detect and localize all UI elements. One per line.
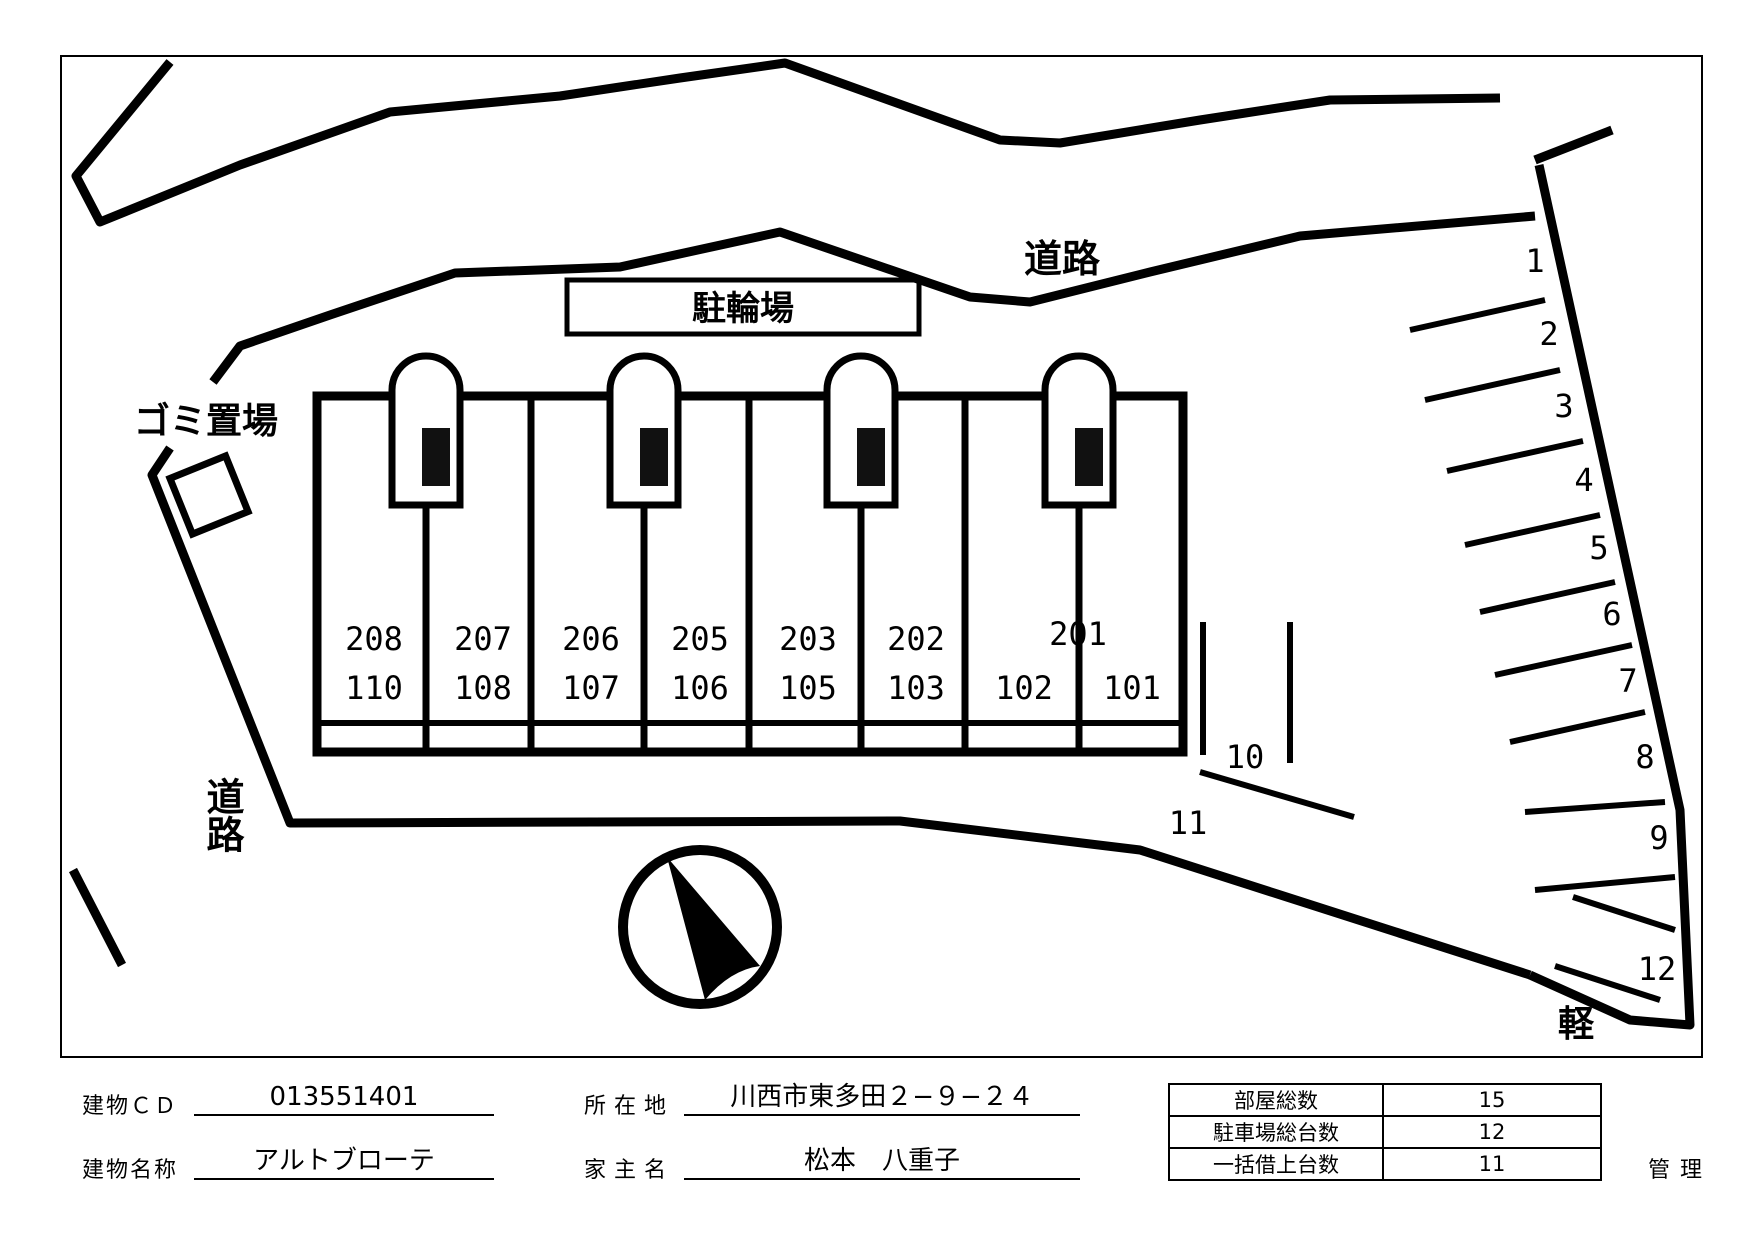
parking-space-number: 12 bbox=[1638, 950, 1677, 988]
parking-space-number: 7 bbox=[1618, 662, 1637, 700]
stats-label: 部屋総数 bbox=[1168, 1083, 1384, 1117]
parking-lines-south bbox=[1199, 622, 1355, 820]
address-value: 川西市東多田２−９−２４ bbox=[684, 1080, 1080, 1116]
owner-label: 家主名 bbox=[584, 1158, 675, 1183]
light-vehicle-label: 軽 bbox=[1558, 1004, 1595, 1045]
stairwell-4 bbox=[1041, 352, 1117, 509]
stats-label: 一括借上台数 bbox=[1168, 1147, 1384, 1181]
unit-lower: 103 bbox=[887, 669, 945, 707]
garbage-area-label: ゴミ置場 bbox=[134, 400, 278, 442]
parking-space-number: 2 bbox=[1539, 315, 1558, 353]
stats-label: 駐車場総台数 bbox=[1168, 1115, 1384, 1149]
road-southwest-edge bbox=[69, 867, 126, 968]
parking-numbers-east: 1 2 3 4 5 6 7 8 9 12 bbox=[1525, 242, 1676, 988]
building-name-label: 建物名称 bbox=[82, 1158, 179, 1183]
site-east-boundary-2 bbox=[1528, 164, 1695, 1030]
unit-upper: 202 bbox=[887, 620, 945, 658]
north-arrow-icon bbox=[618, 845, 782, 1009]
unit-lower: 108 bbox=[454, 669, 512, 707]
unit-lower: 106 bbox=[671, 669, 729, 707]
stairwell-1 bbox=[388, 352, 464, 509]
stairwell-2 bbox=[606, 352, 682, 509]
road-edges bbox=[69, 58, 1695, 1030]
road-north-label: 道路 bbox=[1024, 237, 1101, 281]
stats-value: 12 bbox=[1382, 1115, 1602, 1149]
building-cd-value: 013551401 bbox=[194, 1080, 494, 1116]
unit-upper: 208 bbox=[345, 620, 403, 658]
address-label: 所在地 bbox=[584, 1094, 675, 1119]
road-north-upper-edge bbox=[71, 58, 1501, 227]
parking-space-number: 1 bbox=[1525, 242, 1544, 280]
map-frame bbox=[60, 55, 1703, 1058]
parking-space-number: 5 bbox=[1589, 529, 1608, 567]
unit-upper: 207 bbox=[454, 620, 512, 658]
bicycle-parking-label: 駐輪場 bbox=[692, 289, 794, 329]
parking-space-number: 3 bbox=[1554, 387, 1573, 425]
parking-space-number: 11 bbox=[1169, 804, 1208, 842]
stats-row: 駐車場総台数 12 bbox=[1168, 1115, 1602, 1149]
stats-table: 部屋総数 15 駐車場総台数 12 一括借上台数 11 bbox=[1168, 1083, 1602, 1181]
stairwells bbox=[388, 352, 1117, 509]
road-west-label: 道路 bbox=[200, 777, 244, 853]
building-cd-label: 建物ＣＤ bbox=[82, 1094, 179, 1119]
stairwell-3 bbox=[823, 352, 899, 509]
building-name-value: アルトブローテ bbox=[194, 1144, 494, 1180]
garbage-area-box bbox=[165, 451, 253, 539]
unit-lower: 101 bbox=[1103, 669, 1161, 707]
units-lower: 110 108 107 106 105 103 102 101 bbox=[345, 669, 1161, 707]
stats-value: 11 bbox=[1382, 1147, 1602, 1181]
parking-lines-east bbox=[1409, 297, 1676, 1003]
road-north-lower-edge bbox=[209, 211, 1536, 385]
site-east-boundary bbox=[1533, 125, 1614, 165]
unit-lower: 110 bbox=[345, 669, 403, 707]
unit-lower: 102 bbox=[995, 669, 1053, 707]
unit-upper: 203 bbox=[779, 620, 837, 658]
parking-space-number: 8 bbox=[1635, 738, 1654, 776]
parking-space-number: 10 bbox=[1226, 738, 1265, 776]
stats-row: 一括借上台数 11 bbox=[1168, 1147, 1602, 1181]
unit-upper: 206 bbox=[562, 620, 620, 658]
stats-row: 部屋総数 15 bbox=[1168, 1083, 1602, 1117]
parking-space-number: 6 bbox=[1602, 595, 1621, 633]
parking-space-number: 9 bbox=[1649, 819, 1668, 857]
unit-upper: 201 bbox=[1049, 615, 1107, 653]
parking-space-number: 4 bbox=[1574, 461, 1593, 499]
units-upper: 208 207 206 205 203 202 201 bbox=[345, 615, 1107, 658]
building bbox=[312, 391, 1188, 757]
site-map: 駐輪場 道路 道路 ゴミ置場 bbox=[60, 55, 1703, 1058]
unit-lower: 107 bbox=[562, 669, 620, 707]
bicycle-parking: 駐輪場 bbox=[564, 277, 922, 337]
management-label: 管理 bbox=[1648, 1158, 1713, 1183]
unit-upper: 205 bbox=[671, 620, 729, 658]
owner-value: 松本 八重子 bbox=[684, 1144, 1080, 1180]
unit-lower: 105 bbox=[779, 669, 837, 707]
stats-value: 15 bbox=[1382, 1083, 1602, 1117]
road-west-edge bbox=[147, 445, 1532, 980]
